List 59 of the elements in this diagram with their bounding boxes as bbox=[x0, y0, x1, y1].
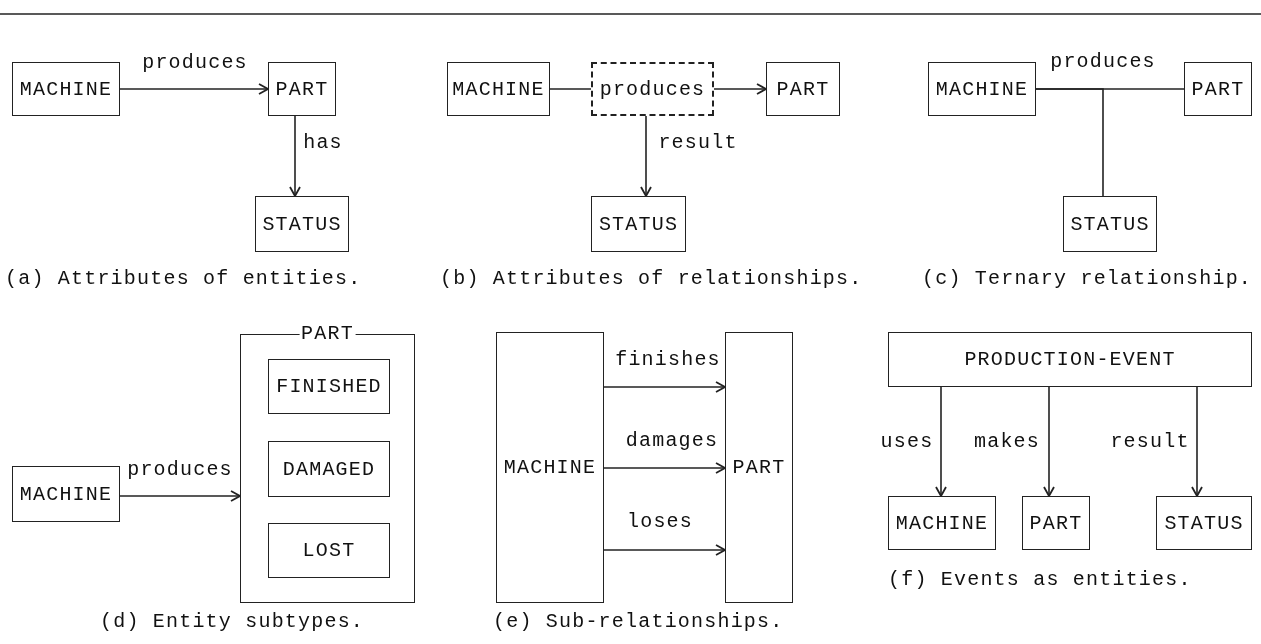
entity-name: MACHINE bbox=[503, 456, 597, 479]
entity-box bbox=[268, 441, 390, 497]
entity-box bbox=[496, 332, 604, 603]
entity-box bbox=[1156, 496, 1252, 550]
entity-name: FINISHED bbox=[276, 375, 382, 398]
arrow bbox=[713, 83, 767, 95]
connector-line bbox=[1035, 88, 1104, 197]
arrow bbox=[1043, 386, 1055, 497]
arrow bbox=[603, 381, 726, 393]
arrow bbox=[935, 386, 947, 497]
event-box bbox=[888, 332, 1252, 387]
entity-box bbox=[591, 196, 686, 252]
entity-name: PART bbox=[776, 77, 830, 101]
entity-box bbox=[766, 62, 840, 116]
figure-caption: (b) Attributes of relationships. bbox=[440, 268, 863, 290]
entity-box bbox=[1063, 196, 1157, 252]
entity-name: MACHINE bbox=[19, 77, 113, 101]
figure-caption: (d) Entity subtypes. bbox=[100, 611, 365, 633]
entity-name: MACHINE bbox=[935, 77, 1029, 101]
entity-name: PART bbox=[1029, 511, 1083, 535]
arrow bbox=[1191, 386, 1203, 497]
arrow bbox=[603, 544, 726, 556]
entity-box bbox=[268, 523, 390, 578]
entity-box bbox=[888, 496, 996, 550]
arrow bbox=[119, 490, 241, 502]
entity-box bbox=[1184, 62, 1252, 116]
figure-caption: (c) Ternary relationship. bbox=[922, 268, 1253, 290]
arrow bbox=[289, 115, 301, 197]
connector-line bbox=[549, 88, 592, 90]
relationship-box bbox=[591, 62, 714, 116]
entity-box bbox=[725, 332, 793, 603]
entity-box bbox=[268, 62, 336, 116]
arrow bbox=[603, 462, 726, 474]
entity-name: PART bbox=[275, 77, 329, 101]
entity-name: produces bbox=[599, 77, 706, 101]
entity-name: PART bbox=[732, 456, 786, 479]
figure-caption: (e) Sub-relationships. bbox=[493, 611, 784, 633]
entity-name: STATUS bbox=[1164, 511, 1244, 535]
entity-name: PART bbox=[1191, 77, 1245, 101]
entity-box bbox=[12, 466, 120, 522]
entity-box bbox=[447, 62, 550, 116]
entity-name: STATUS bbox=[1070, 212, 1150, 236]
entity-box bbox=[1022, 496, 1090, 550]
entity-name: MACHINE bbox=[895, 511, 989, 535]
entity-box bbox=[928, 62, 1036, 116]
entity-name: STATUS bbox=[262, 212, 342, 236]
entity-name: LOST bbox=[302, 539, 356, 562]
entity-box bbox=[255, 196, 349, 252]
figure-caption: (a) Attributes of entities. bbox=[5, 268, 362, 290]
entity-name: MACHINE bbox=[19, 482, 113, 506]
entity-box bbox=[268, 359, 390, 414]
arrow bbox=[640, 115, 652, 197]
entity-name: MACHINE bbox=[452, 77, 545, 101]
arrow bbox=[119, 83, 269, 95]
entity-box bbox=[12, 62, 120, 116]
entity-name: DAMAGED bbox=[282, 457, 376, 481]
figure-caption: (f) Events as entities. bbox=[888, 569, 1192, 591]
entity-name: STATUS bbox=[598, 212, 679, 236]
entity-name: PRODUCTION-EVENT bbox=[964, 348, 1176, 371]
